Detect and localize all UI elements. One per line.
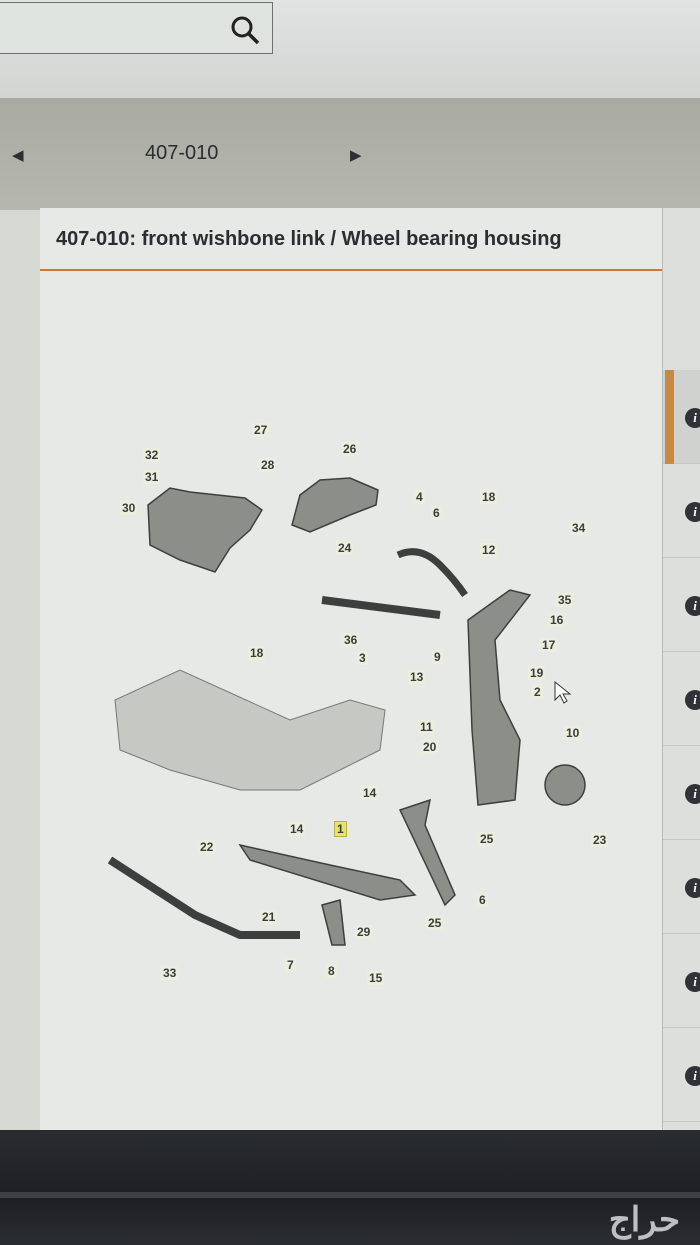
- mouse-cursor-icon: [554, 680, 572, 704]
- part-4-upper-arm: [396, 548, 468, 597]
- part-2-wheel-carrier: [467, 589, 532, 806]
- part-10-hub: [544, 764, 586, 806]
- next-button[interactable]: ▶: [350, 147, 362, 164]
- callout[interactable]: 26: [341, 442, 359, 456]
- callout[interactable]: 14: [288, 822, 306, 836]
- part-3-upper-arm: [321, 596, 441, 619]
- part-8-link: [321, 899, 346, 946]
- callout[interactable]: 21: [260, 910, 278, 924]
- callout[interactable]: 34: [570, 521, 588, 535]
- callout[interactable]: 2: [532, 685, 543, 699]
- callout[interactable]: 28: [259, 458, 277, 472]
- left-strip: [0, 210, 40, 1130]
- callout[interactable]: 15: [367, 971, 385, 985]
- callout[interactable]: 13: [408, 670, 426, 684]
- callout[interactable]: 30: [120, 501, 138, 515]
- part-7-stabilizer: [107, 856, 300, 939]
- page-code: 407-010: [145, 142, 219, 164]
- sidebar-item[interactable]: i: [663, 464, 700, 558]
- parts-diagram: 27 28 26 32 31 30 4 6 18 34 12 24 35 16 …: [107, 423, 609, 985]
- callout[interactable]: 6: [431, 506, 442, 520]
- callout[interactable]: 35: [556, 593, 574, 607]
- navigation-bar: ◀ 407-010 ▶: [0, 98, 700, 210]
- info-icon[interactable]: i: [685, 878, 700, 898]
- callout[interactable]: 24: [336, 541, 354, 555]
- title-divider: [40, 269, 662, 271]
- sidebar-item[interactable]: i: [663, 840, 700, 934]
- sidebar-item[interactable]: i: [663, 652, 700, 746]
- info-icon[interactable]: i: [685, 1066, 700, 1086]
- sidebar-item[interactable]: i: [663, 1028, 700, 1122]
- callout[interactable]: 4: [414, 490, 425, 504]
- bezel-edge: [0, 1192, 700, 1198]
- part-26-strut-mount: [291, 477, 379, 533]
- callout[interactable]: 25: [426, 916, 444, 930]
- callout[interactable]: 6: [477, 893, 488, 907]
- callout[interactable]: 8: [326, 964, 337, 978]
- sidebar-item[interactable]: i: [663, 558, 700, 652]
- top-bar: [0, 0, 700, 98]
- info-icon[interactable]: i: [685, 502, 700, 522]
- search-icon[interactable]: [230, 15, 260, 45]
- sidebar-item[interactable]: i: [663, 370, 700, 464]
- callout[interactable]: 32: [143, 448, 161, 462]
- part-30-cover: [147, 487, 264, 573]
- callout[interactable]: 7: [285, 958, 296, 972]
- callout[interactable]: 23: [591, 833, 609, 847]
- callout[interactable]: 10: [564, 726, 582, 740]
- info-icon[interactable]: i: [685, 972, 700, 992]
- callout[interactable]: 11: [418, 720, 435, 734]
- page-title: 407-010: front wishbone link / Wheel bea…: [56, 228, 562, 250]
- watermark-logo: حراج: [608, 1201, 680, 1239]
- callout[interactable]: 25: [478, 832, 496, 846]
- callout[interactable]: 9: [432, 650, 443, 664]
- info-icon[interactable]: i: [685, 596, 700, 616]
- callout[interactable]: 16: [548, 613, 566, 627]
- callout[interactable]: 3: [357, 651, 368, 665]
- info-icon[interactable]: i: [685, 408, 700, 428]
- info-icon[interactable]: i: [685, 690, 700, 710]
- right-sidebar: i i i i i i i i: [662, 208, 700, 1130]
- sidebar-item[interactable]: i: [663, 934, 700, 1028]
- callout[interactable]: 17: [540, 638, 558, 652]
- callout[interactable]: 22: [198, 840, 216, 854]
- sidebar-item[interactable]: i: [663, 746, 700, 840]
- monitor-bezel: [0, 1130, 700, 1245]
- callout[interactable]: 20: [421, 740, 439, 754]
- callout[interactable]: 12: [480, 543, 498, 557]
- callout[interactable]: 31: [143, 470, 161, 484]
- callout[interactable]: 27: [252, 423, 270, 437]
- callout-highlighted[interactable]: 1: [334, 821, 347, 837]
- info-icon[interactable]: i: [685, 784, 700, 804]
- callout[interactable]: 36: [342, 633, 360, 647]
- callout[interactable]: 18: [248, 646, 266, 660]
- callout[interactable]: 33: [161, 966, 179, 980]
- diagram-panel: 407-010: front wishbone link / Wheel bea…: [40, 208, 662, 1130]
- callout[interactable]: 18: [480, 490, 498, 504]
- part-1-lower-arm: [238, 843, 417, 901]
- callout[interactable]: 19: [528, 666, 546, 680]
- previous-button[interactable]: ◀: [12, 147, 24, 164]
- callout[interactable]: 14: [361, 786, 379, 800]
- search-input[interactable]: [0, 2, 273, 54]
- callout[interactable]: 29: [355, 925, 373, 939]
- subframe: [114, 669, 386, 791]
- part-6-track-arm: [398, 798, 456, 907]
- parts-illustration: [107, 477, 586, 946]
